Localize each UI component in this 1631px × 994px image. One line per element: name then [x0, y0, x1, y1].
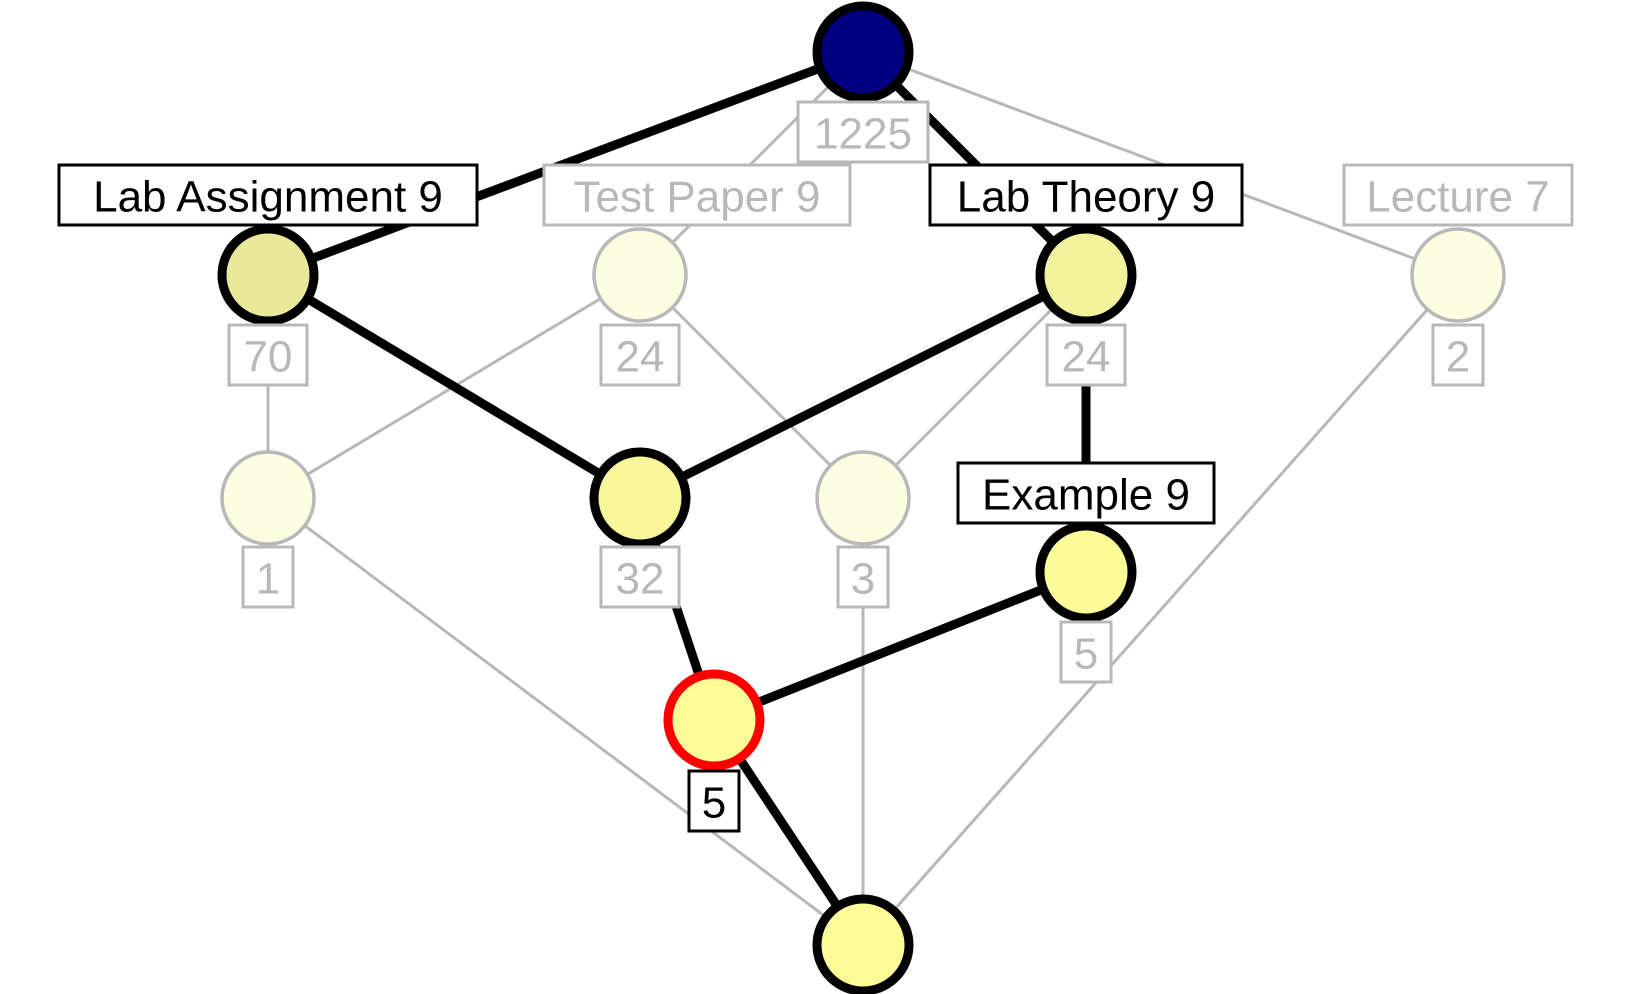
count-label-text: 24 — [1062, 333, 1111, 382]
count-label-test-paper: 24 — [599, 323, 681, 387]
count-label-mid-center: 32 — [599, 545, 681, 609]
node-lab-assignment[interactable] — [217, 224, 319, 326]
name-label-lab-theory: Lab Theory 9 — [928, 163, 1244, 227]
node-lab-theory[interactable] — [1035, 224, 1137, 326]
count-label-text: 2 — [1446, 333, 1470, 382]
node-example[interactable] — [1035, 521, 1137, 623]
count-label-box — [241, 545, 295, 609]
count-label-lab-theory: 24 — [1045, 323, 1127, 387]
node-test-paper[interactable] — [592, 227, 688, 323]
name-label-example: Example 9 — [956, 461, 1216, 525]
node-labels: 1225 70 Lab Assignment 9 24 Test Paper 9 24 La… — [57, 100, 1574, 833]
count-label-box — [1059, 620, 1113, 684]
faded-edges — [266, 50, 1460, 947]
count-label-box — [227, 323, 309, 387]
name-label-text: Test Paper 9 — [573, 173, 820, 222]
edge-example-to-selected — [712, 567, 1088, 725]
name-label-box — [542, 163, 852, 227]
edge-mid-left-to-bottom — [267, 496, 864, 947]
count-label-text: 3 — [851, 555, 875, 604]
name-label-box — [928, 163, 1244, 227]
node-mid-left[interactable] — [220, 450, 316, 546]
count-label-text: 1 — [256, 555, 280, 604]
edge-test-paper-to-mid-right — [638, 273, 865, 500]
count-label-box — [599, 545, 681, 609]
name-label-text: Lab Theory 9 — [957, 173, 1215, 222]
count-label-box — [1431, 323, 1485, 387]
count-label-text: 24 — [616, 333, 665, 382]
count-label-text: 5 — [702, 779, 726, 828]
count-label-text: 32 — [616, 555, 665, 604]
count-label-selected: 5 — [687, 769, 741, 833]
lattice-nodes — [217, 1, 1506, 994]
node-mid-right[interactable] — [815, 450, 911, 546]
count-label-text: 70 — [244, 333, 293, 382]
count-label-box — [599, 323, 681, 387]
name-label-lab-assignment: Lab Assignment 9 — [57, 163, 479, 227]
count-label-lab-assignment: 70 — [227, 323, 309, 387]
name-label-box — [57, 163, 479, 227]
count-label-text: 1225 — [814, 110, 912, 159]
name-label-box — [956, 461, 1216, 525]
count-label-mid-right: 3 — [836, 545, 890, 609]
count-label-example: 5 — [1059, 620, 1113, 684]
node-mid-center[interactable] — [589, 447, 691, 549]
count-label-mid-left: 1 — [241, 545, 295, 609]
node-top[interactable] — [812, 1, 914, 103]
count-label-text: 5 — [1074, 630, 1098, 679]
name-label-text: Lecture 7 — [1366, 173, 1549, 222]
name-label-text: Lab Assignment 9 — [93, 173, 443, 222]
edge-lecture-to-bottom — [861, 274, 1460, 946]
node-bottom[interactable] — [812, 894, 914, 994]
edge-lab-theory-to-mid-center — [637, 270, 1089, 503]
name-label-box — [1342, 163, 1574, 227]
count-label-box — [836, 545, 890, 609]
name-label-text: Example 9 — [982, 471, 1190, 520]
edge-lab-theory-to-mid-right — [861, 273, 1088, 500]
node-selected[interactable] — [663, 669, 765, 771]
node-lecture[interactable] — [1410, 227, 1506, 323]
count-label-lecture: 2 — [1431, 323, 1485, 387]
edge-lab-assignment-to-mid-center — [265, 271, 643, 502]
count-label-box — [796, 100, 930, 164]
count-label-box — [687, 769, 741, 833]
name-label-lecture: Lecture 7 — [1342, 163, 1574, 227]
count-label-top: 1225 — [796, 100, 930, 164]
name-label-test-paper: Test Paper 9 — [542, 163, 852, 227]
count-label-box — [1045, 323, 1127, 387]
